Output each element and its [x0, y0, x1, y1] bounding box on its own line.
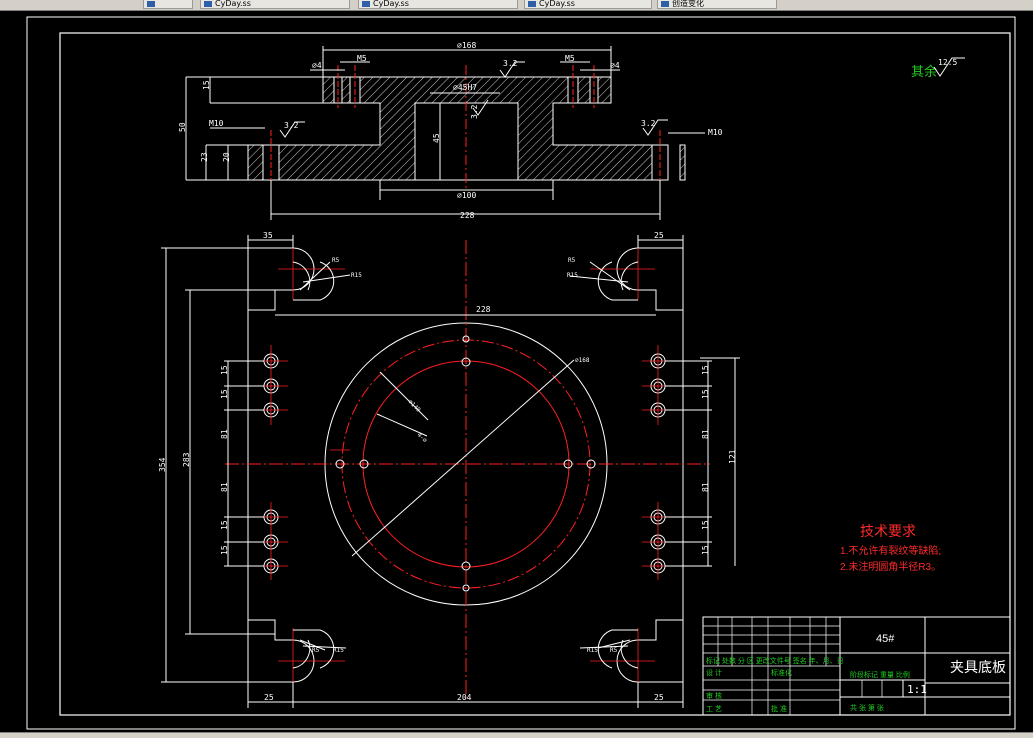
dim-r5-tl: R5: [332, 257, 340, 264]
dim-121: 121: [728, 449, 737, 464]
dim-283: 283: [182, 452, 191, 467]
plan-view-dims: 35 25 R15 R5 R15 R5 228 ⌀168 ⌀140 4-⌀ 35…: [158, 231, 737, 702]
dim-r15a: 15: [701, 365, 710, 375]
roughness-note: 其余 12.5: [911, 57, 965, 79]
dim-354: 354: [158, 457, 167, 472]
dim-r15d: 15: [701, 545, 710, 555]
taskbar: CyDay.ss CyDay.ss CyDay.ss 创造变化: [0, 0, 1033, 11]
dim-l15c: 15: [220, 520, 229, 530]
inner-frame: [59, 32, 1011, 716]
taskbar-label: CyDay.ss: [215, 0, 251, 8]
section-view-dims: ⌀168 M5 M5 ⌀4 ⌀4 ⌀45H7 3.2 3.2 3.2 3.2 5…: [178, 41, 723, 220]
roughness-value: 12.5: [938, 58, 957, 67]
material: 45#: [876, 633, 895, 645]
title-block: [702, 616, 1011, 716]
status-bar: [0, 732, 1033, 738]
tech-title: 技术要求: [860, 523, 916, 539]
dim-168: ⌀168: [457, 41, 476, 50]
dim-r81b: 81: [701, 482, 710, 492]
approve-label: 批 准: [771, 704, 787, 713]
stage-label: 阶段标记 重量 比例: [850, 670, 910, 679]
taskbar-button-5[interactable]: 创造变化: [657, 0, 777, 9]
tech-item-1: 1.不允许有裂纹等缺陷;: [840, 544, 941, 557]
dim-228: 228: [460, 211, 475, 220]
section-view: [185, 46, 705, 220]
taskbar-button-1[interactable]: [143, 0, 193, 9]
dim-r5-tr: R5: [568, 257, 576, 264]
scale: 1:1: [907, 683, 927, 696]
taskbar-label: CyDay.ss: [539, 0, 575, 8]
dim-m10-right: M10: [708, 128, 723, 137]
dim-l15d: 15: [220, 545, 229, 555]
app-icon: [528, 1, 536, 7]
tech-requirements: 技术要求 1.不允许有裂纹等缺陷; 2.未注明圆角半径R3。: [840, 523, 941, 573]
dim-dia-168: ⌀168: [575, 357, 590, 364]
dim-25-top: 25: [654, 231, 664, 240]
dim-25-bl: 25: [264, 693, 274, 702]
dim-flange-thk: 15: [202, 80, 211, 90]
dim-hole-mark: 4-⌀: [416, 431, 429, 444]
rough-1: 3.2: [503, 59, 518, 68]
dim-bore-depth: 45: [432, 133, 441, 143]
rough-4: 3.2: [641, 119, 656, 128]
dim-r15-tr: R15: [567, 272, 578, 279]
dim-r5-bl: R5: [312, 647, 320, 654]
dim-204: 204: [457, 693, 472, 702]
taskbar-button-4[interactable]: CyDay.ss: [524, 0, 652, 9]
taskbar-label: 创造变化: [672, 0, 704, 8]
dim-l15b: 15: [220, 389, 229, 399]
taskbar-button-2[interactable]: CyDay.ss: [200, 0, 350, 9]
dim-r15-br: R15: [587, 647, 598, 654]
app-icon: [362, 1, 370, 7]
sheets-label: 共 张 第 张: [850, 703, 884, 712]
rough-3: 3.2: [284, 121, 299, 130]
dim-m5-right: M5: [565, 54, 575, 63]
review-label: 审 核: [706, 691, 722, 700]
dim-20: 20: [222, 152, 231, 162]
dim-35: 35: [263, 231, 273, 240]
process-label: 工 艺: [706, 705, 722, 713]
dim-l81b: 81: [220, 482, 229, 492]
roughness-label: 其余: [911, 64, 937, 79]
dim-dia-100: ⌀100: [457, 191, 476, 200]
standard-label: 标准化: [771, 668, 792, 677]
plan-view: [161, 235, 740, 708]
design-label: 设 计: [706, 668, 722, 677]
taskbar-label: CyDay.ss: [373, 0, 409, 8]
taskbar-button-3[interactable]: CyDay.ss: [358, 0, 518, 9]
outer-frame: [26, 16, 1016, 730]
title-block-text: 45# 夹具底板 1:1 标记 处数 分 区 更改文件号 签名 年、月、日 设 …: [706, 633, 1006, 713]
tech-item-2: 2.未注明圆角半径R3。: [840, 560, 941, 573]
dim-r15-bl: R15: [333, 647, 344, 654]
dim-228-plan: 228: [476, 305, 491, 314]
dim-l15a: 15: [220, 365, 229, 375]
dim-23: 23: [200, 152, 209, 162]
app-icon: [204, 1, 212, 7]
app-icon: [661, 1, 669, 7]
row-labels: 标记 处数 分 区 更改文件号 签名 年、月、日: [706, 656, 844, 665]
app-icon: [147, 1, 155, 7]
dim-25-br: 25: [654, 693, 664, 702]
dim-l81a: 81: [220, 429, 229, 439]
dim-r15c: 15: [701, 520, 710, 530]
dim-4-right: ⌀4: [610, 61, 620, 70]
dim-4-left: ⌀4: [312, 61, 322, 70]
dim-r81a: 81: [701, 429, 710, 439]
dim-m5-left: M5: [357, 54, 367, 63]
part-name: 夹具底板: [950, 659, 1006, 675]
dim-m10-left: M10: [209, 119, 224, 128]
cad-drawing-canvas[interactable]: ⌀168 M5 M5 ⌀4 ⌀4 ⌀45H7 3.2 3.2 3.2 3.2 5…: [0, 10, 1033, 732]
dim-r5-br: R5: [610, 647, 618, 654]
dim-r15b: 15: [701, 389, 710, 399]
dim-r15-tl: R15: [351, 272, 362, 279]
rough-2: 3.2: [470, 104, 479, 119]
dim-height-total: 50: [178, 122, 187, 132]
dim-bore: ⌀45H7: [453, 83, 477, 92]
